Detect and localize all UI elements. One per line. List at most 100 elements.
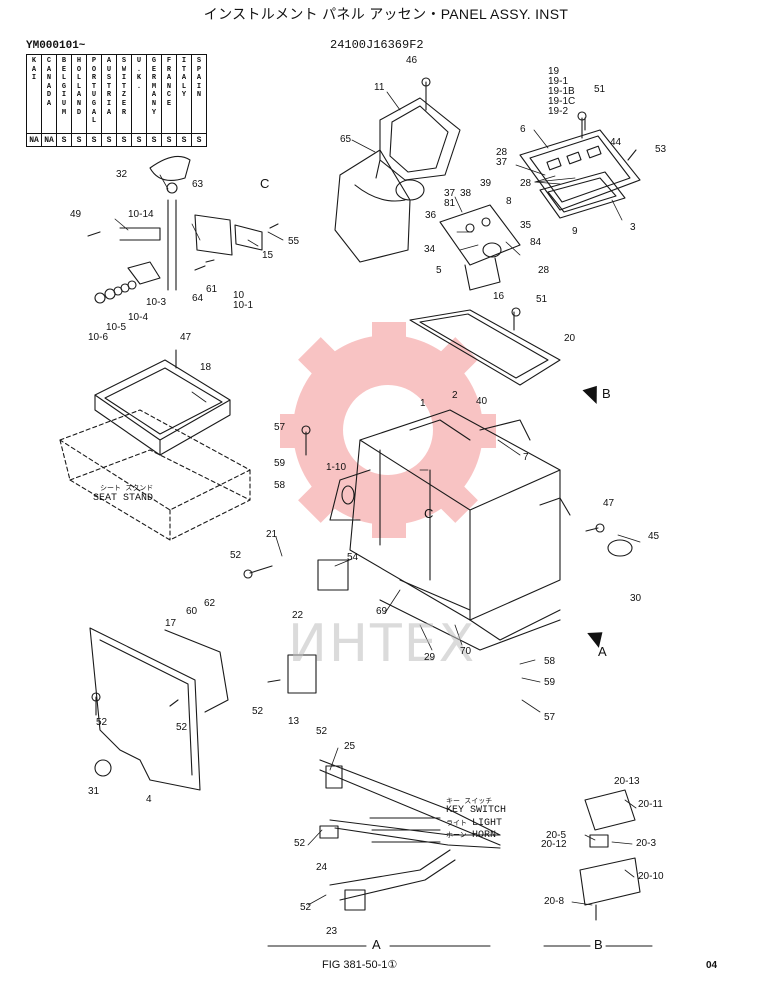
switch-panel-upper bbox=[519, 117, 641, 219]
callout: 6 bbox=[520, 124, 526, 135]
callout: 63 bbox=[192, 179, 204, 190]
seat-stand-jp: シート スタンド bbox=[100, 485, 154, 493]
view-a-marker: A bbox=[598, 644, 607, 659]
controller-box bbox=[94, 349, 231, 456]
view-b-marker: B bbox=[602, 386, 611, 401]
callout: 19-1 bbox=[548, 76, 569, 87]
leader-lines bbox=[114, 91, 641, 906]
page-title: インストルメント パネル アッセン・PANEL ASSY. INST bbox=[203, 6, 569, 22]
callout: 47 bbox=[180, 332, 192, 343]
callout: 20 bbox=[564, 333, 576, 344]
callout: 52 bbox=[252, 706, 264, 717]
country-code: S bbox=[191, 133, 207, 147]
callout: 30 bbox=[630, 593, 642, 604]
callout: 10-1 bbox=[233, 300, 254, 311]
callout: 58 bbox=[544, 656, 556, 667]
callout: 57 bbox=[544, 712, 556, 723]
callout: 10-6 bbox=[88, 332, 109, 343]
callout: 51 bbox=[594, 84, 606, 95]
callout: 19-2 bbox=[548, 106, 569, 117]
callout: 52 bbox=[176, 722, 188, 733]
callout: 28 bbox=[520, 178, 532, 189]
figure-number: FIG 381-50-1① bbox=[322, 959, 398, 971]
callout: 81 bbox=[444, 198, 456, 209]
country-code: S bbox=[71, 133, 87, 147]
callout: 16 bbox=[493, 291, 505, 302]
callout: 20-3 bbox=[636, 838, 657, 849]
key-switch-label: KEY SWITCH bbox=[446, 805, 507, 816]
callout: 10-4 bbox=[128, 312, 149, 323]
callout: 38 bbox=[460, 188, 472, 199]
view-b-arrow-icon bbox=[582, 385, 597, 404]
callout: 28 bbox=[496, 147, 508, 158]
country-code: NA bbox=[41, 133, 57, 147]
callout: 70 bbox=[460, 646, 472, 657]
callout: 37 bbox=[444, 188, 456, 199]
callout: 8 bbox=[506, 196, 512, 207]
callout: 64 bbox=[192, 293, 204, 304]
callout: 29 bbox=[424, 652, 436, 663]
country-code: S bbox=[146, 133, 162, 147]
callout: 37 bbox=[496, 157, 508, 168]
callout: 19-1B bbox=[548, 86, 575, 97]
callout: 59 bbox=[274, 458, 286, 469]
drawing-number: 24100J16369F2 bbox=[330, 38, 424, 52]
callout: 19-1C bbox=[548, 96, 576, 107]
country-code: S bbox=[131, 133, 147, 147]
watermark-text: ИНТЕХ bbox=[288, 614, 477, 674]
callout: 20-12 bbox=[541, 839, 567, 850]
callout: 24 bbox=[316, 862, 328, 873]
connector-b bbox=[579, 789, 641, 921]
main-frame bbox=[329, 309, 571, 651]
callout: 22 bbox=[292, 610, 304, 621]
callout: 46 bbox=[406, 55, 418, 66]
callout: 47 bbox=[603, 498, 615, 509]
watermark-gear-icon bbox=[280, 322, 496, 538]
seat-stand-label: SEAT STAND bbox=[93, 493, 154, 504]
country-code: S bbox=[56, 133, 72, 147]
callout: 59 bbox=[544, 677, 556, 688]
side-cover bbox=[89, 627, 229, 791]
callout: 62 bbox=[204, 598, 216, 609]
view-a-title: A bbox=[372, 937, 381, 952]
wiring-harness bbox=[287, 559, 501, 911]
seat-stand bbox=[59, 409, 251, 541]
callout: 10-5 bbox=[106, 322, 127, 333]
callout: 18 bbox=[200, 362, 212, 373]
country-code: S bbox=[161, 133, 177, 147]
view-c-label: C bbox=[260, 176, 270, 191]
callout: 36 bbox=[425, 210, 437, 221]
callout: 65 bbox=[340, 134, 352, 145]
callout: 21 bbox=[266, 529, 278, 540]
page-number: 04 bbox=[706, 960, 718, 971]
callout: 54 bbox=[347, 552, 359, 563]
light-label: LIGHT bbox=[472, 818, 503, 829]
callout: 39 bbox=[480, 178, 492, 189]
callout: 17 bbox=[165, 618, 177, 629]
callout: 3 bbox=[630, 222, 636, 233]
country-code: S bbox=[101, 133, 117, 147]
horn-jp: ホーン bbox=[446, 832, 467, 840]
callout: 32 bbox=[116, 169, 128, 180]
callout: 60 bbox=[186, 606, 198, 617]
callout: 4 bbox=[146, 794, 152, 805]
country-name: U.K. bbox=[136, 57, 142, 91]
callout: 11 bbox=[374, 82, 385, 93]
light-jp: ライト bbox=[446, 820, 467, 828]
callout: 40 bbox=[476, 396, 488, 407]
callout: 53 bbox=[655, 144, 667, 155]
horn-label: HORN bbox=[472, 830, 497, 841]
callout: 52 bbox=[316, 726, 328, 737]
